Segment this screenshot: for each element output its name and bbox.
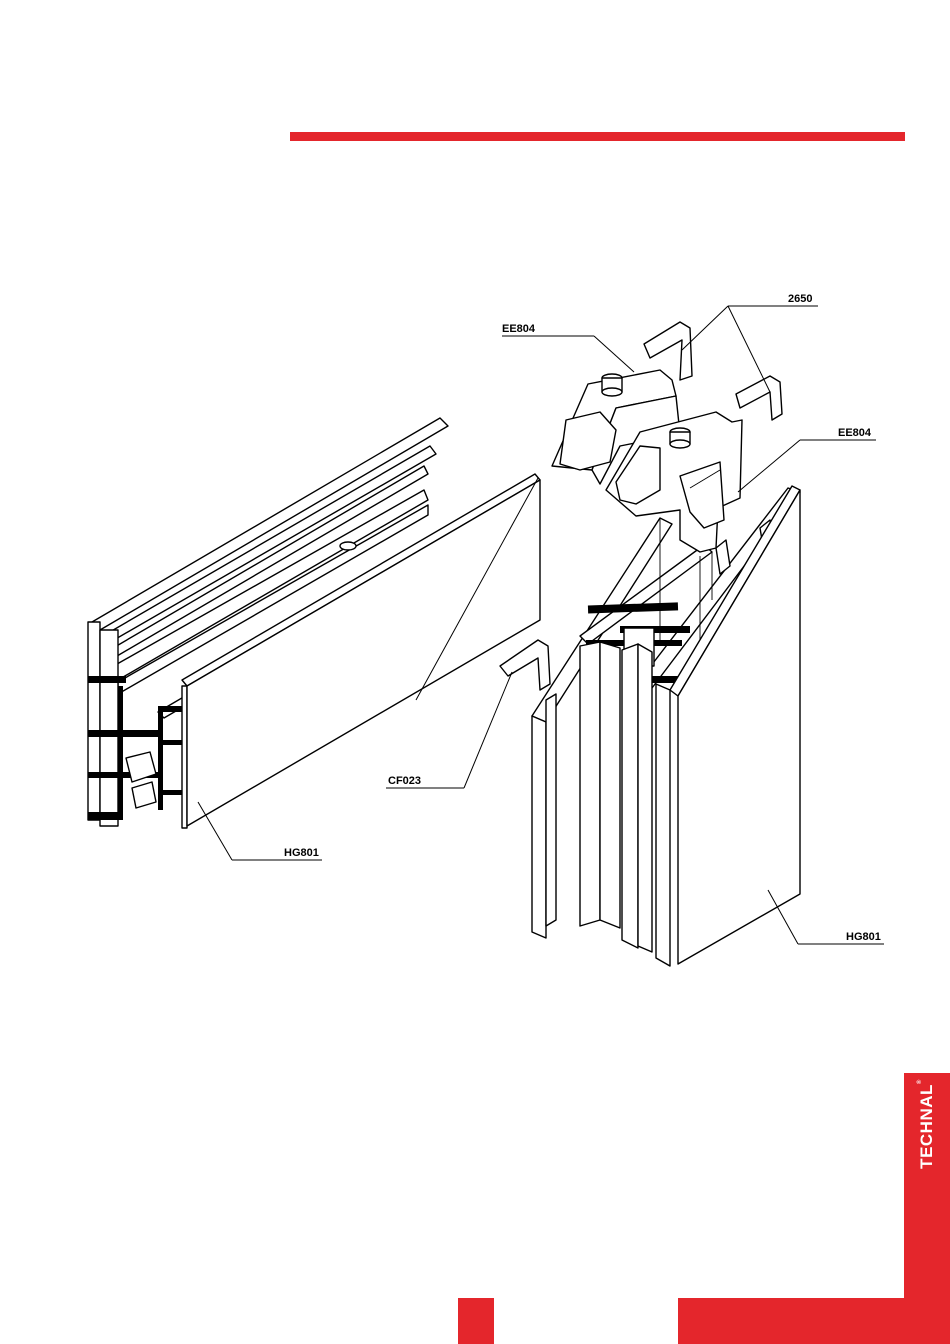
label-ee804-right: EE804 <box>838 427 872 439</box>
callout-2650: 2650 <box>682 293 818 392</box>
label-ee804-top: EE804 <box>502 323 536 335</box>
label-hg801-left: HG801 <box>284 847 319 859</box>
corner-piece-2650-right <box>736 376 782 420</box>
callout-ee804-top: EE804 <box>502 323 634 372</box>
callout-ee804-right: EE804 <box>738 427 876 492</box>
label-2650: 2650 <box>788 293 812 305</box>
label-cf023: CF023 <box>388 775 421 787</box>
label-hg801-right: HG801 <box>846 931 881 943</box>
